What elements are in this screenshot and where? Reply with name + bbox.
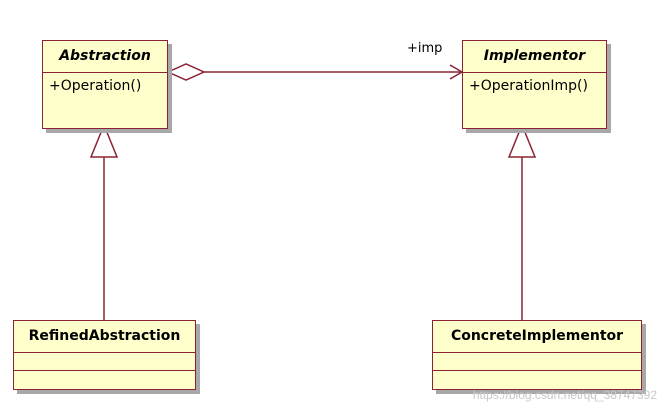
class-attributes	[433, 353, 641, 371]
operation-item: +Operation()	[49, 78, 142, 94]
watermark: https://blog.csdn.net/qq_38747392	[472, 388, 657, 402]
class-operations: +Operation()	[43, 73, 167, 128]
class-concrete-implementor[interactable]: ConcreteImplementor	[432, 320, 642, 390]
generalization-triangle-left	[89, 123, 119, 158]
class-operations	[14, 371, 195, 389]
class-implementor[interactable]: Implementor +OperationImp()	[462, 40, 607, 129]
class-name: RefinedAbstraction	[14, 321, 195, 353]
class-name: Abstraction	[43, 41, 167, 73]
generalization-triangle-right	[507, 123, 537, 158]
operation-item: +OperationImp()	[469, 78, 588, 94]
class-refined-abstraction[interactable]: RefinedAbstraction	[13, 320, 196, 390]
class-operations: +OperationImp()	[463, 73, 606, 128]
class-attributes	[14, 353, 195, 371]
class-name: Implementor	[463, 41, 606, 73]
class-abstraction[interactable]: Abstraction +Operation()	[42, 40, 168, 129]
association-role-label: +imp	[407, 41, 443, 56]
class-name: ConcreteImplementor	[433, 321, 641, 353]
class-operations	[433, 371, 641, 389]
aggregation-diamond	[166, 63, 206, 81]
